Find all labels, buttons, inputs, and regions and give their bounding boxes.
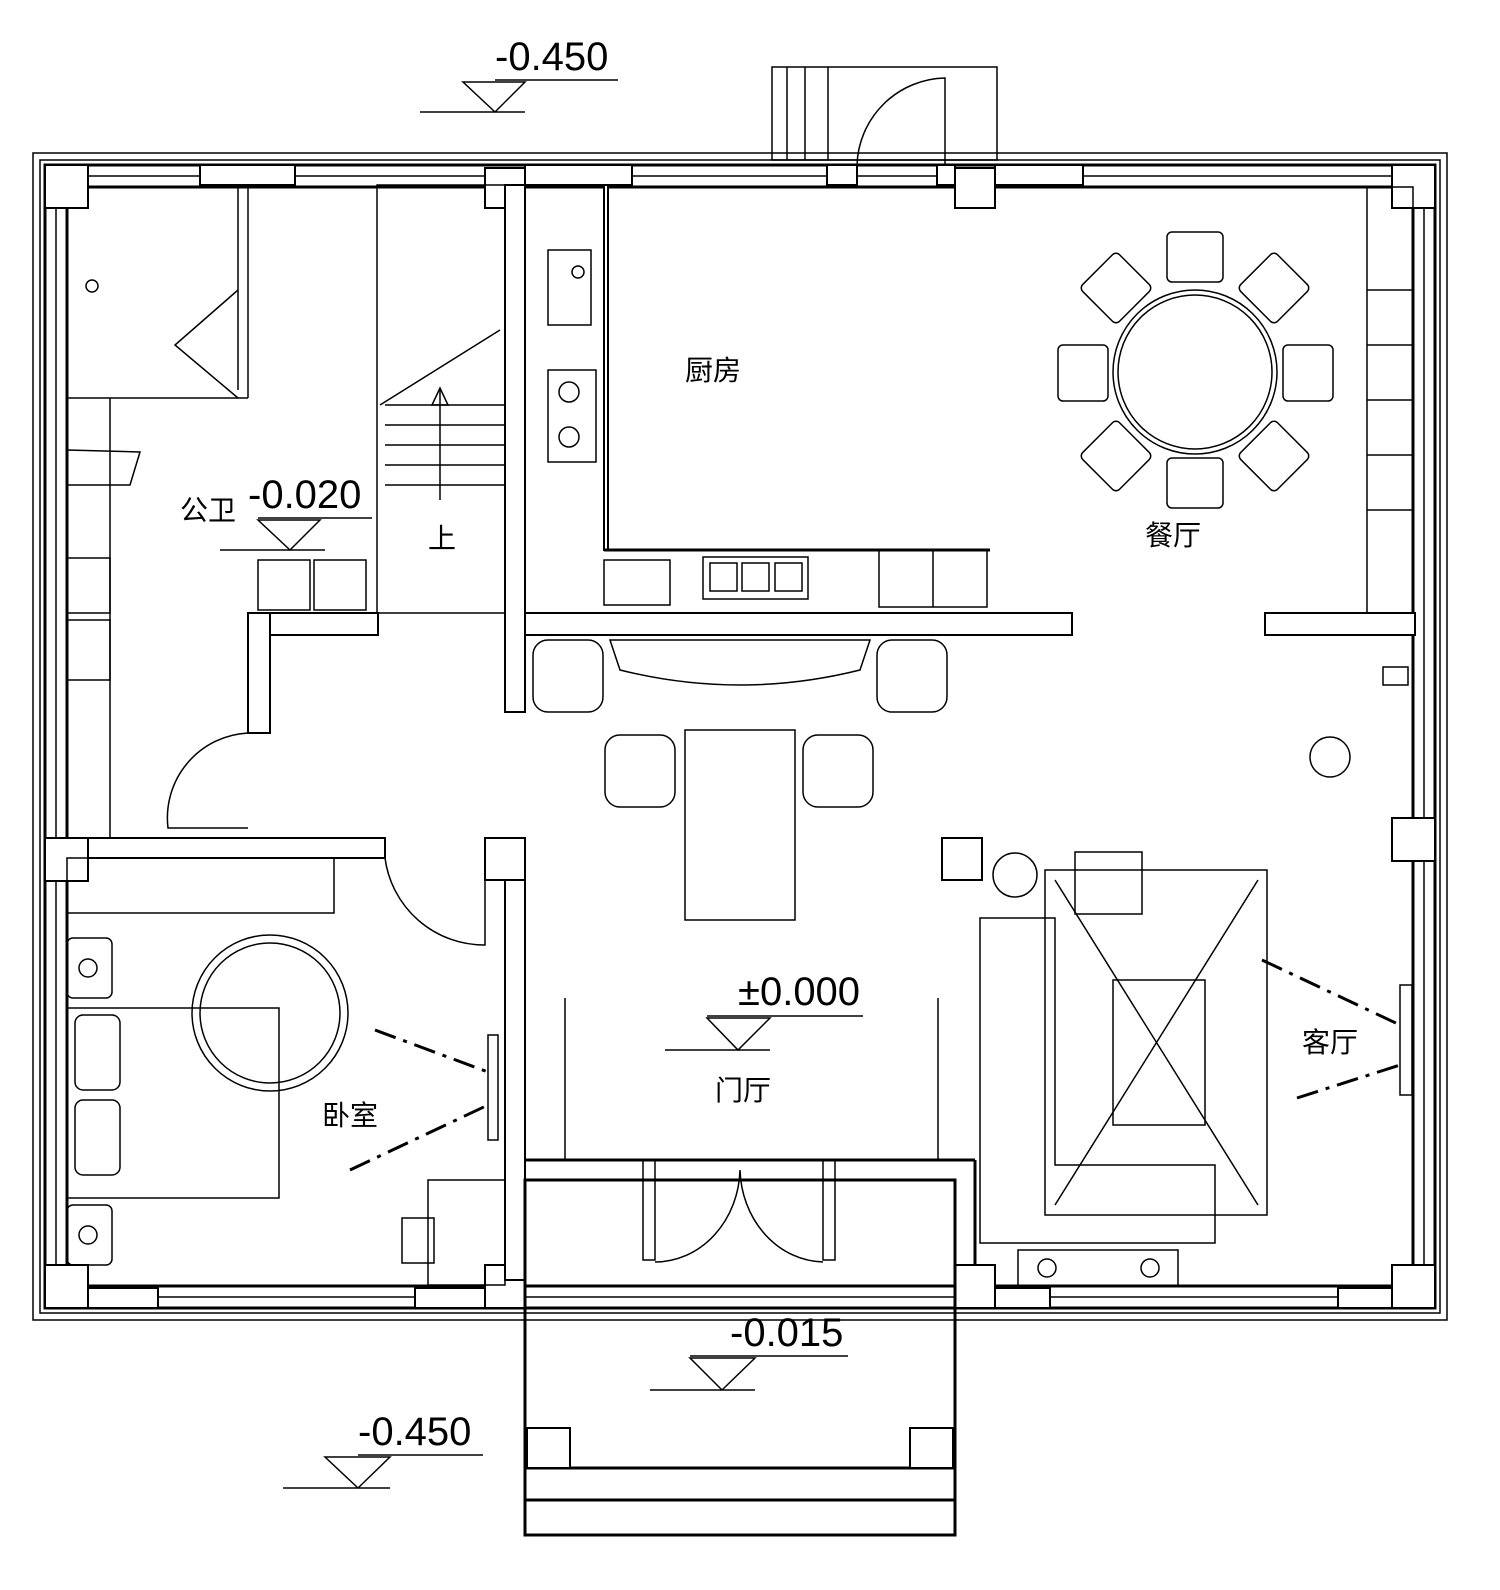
level-marker-bottom: -0.450 [283, 1410, 483, 1490]
room-label-bathroom: 公卫 [180, 494, 236, 527]
foyer-furniture [532, 639, 948, 921]
level-text: ±0.000 [738, 970, 860, 1014]
level-marker-top: -0.450 [420, 35, 618, 114]
room-label-kitchen: 厨房 [685, 354, 741, 387]
level-text: -0.015 [730, 1311, 843, 1355]
level-text: -0.450 [495, 35, 608, 79]
interior-walls [67, 184, 1416, 1281]
stairs-up-label: 上 [428, 522, 456, 555]
level-marker-porch: -0.015 [650, 1311, 848, 1392]
room-label-living: 客厅 [1302, 1026, 1358, 1059]
room-label-bedroom: 卧室 [322, 1099, 378, 1132]
bedroom-furniture [66, 857, 506, 1286]
bathroom-fixtures [66, 279, 367, 681]
level-marker-bathroom: -0.020 [220, 473, 372, 552]
room-label-dining: 餐厅 [1145, 519, 1201, 552]
level-marker-foyer: ±0.000 [665, 970, 863, 1052]
living-furniture [979, 666, 1413, 1287]
staircase: 上 [376, 184, 506, 614]
room-labels: 公卫 厨房 餐厅 门厅 卧室 客厅 [180, 354, 1358, 1132]
level-text: -0.020 [248, 473, 361, 517]
level-text: -0.450 [358, 1410, 471, 1454]
kitchen-fixtures [547, 249, 988, 608]
dining-table [1057, 231, 1334, 509]
front-entrance [523, 998, 957, 1537]
exterior-walls [32, 152, 1448, 1321]
back-door [771, 66, 998, 186]
room-label-foyer: 门厅 [715, 1074, 771, 1107]
